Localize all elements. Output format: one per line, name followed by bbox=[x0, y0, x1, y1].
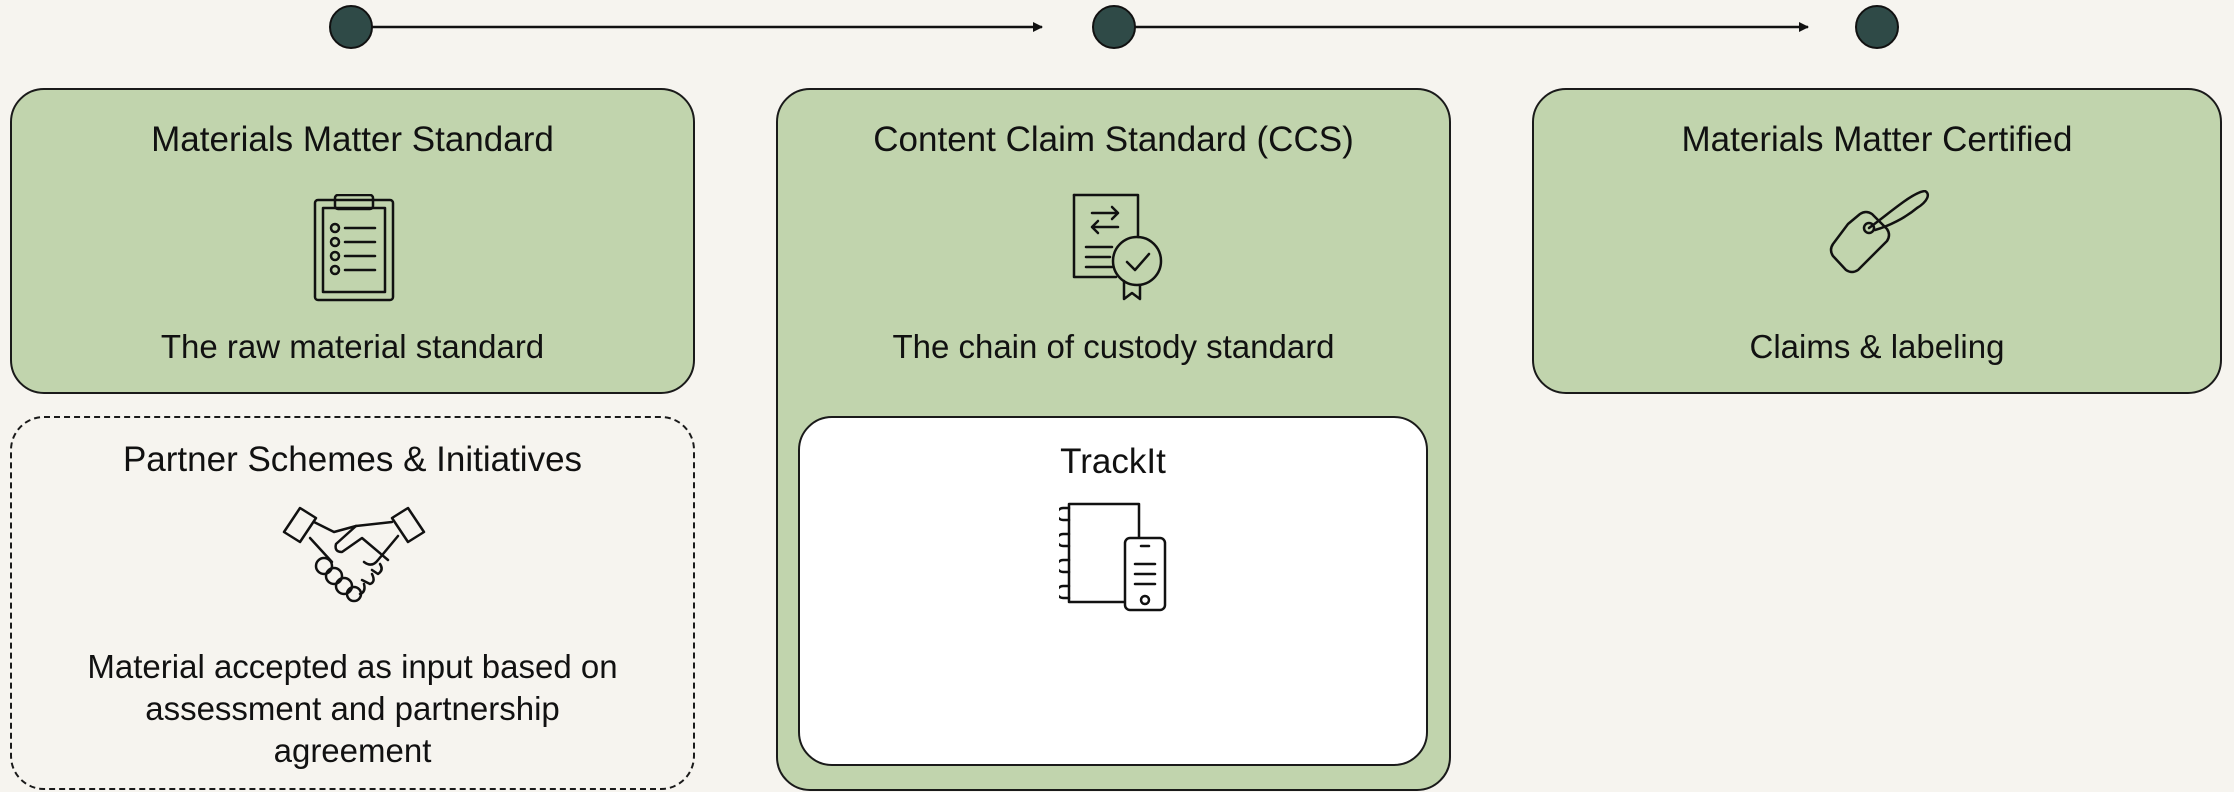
trackit-card: TrackIt bbox=[798, 416, 1428, 766]
chain-of-custody-card: Content Claim Standard (CCS) The chain o… bbox=[776, 88, 1451, 791]
timeline-node-1 bbox=[329, 5, 373, 49]
certificate-document-icon bbox=[1072, 193, 1166, 301]
card-description: The chain of custody standard bbox=[892, 328, 1335, 365]
card-title: Partner Schemes & Initiatives bbox=[122, 440, 583, 479]
card-title: Materials Matter Certified bbox=[1681, 120, 2073, 159]
card-title: Materials Matter Standard bbox=[151, 120, 554, 159]
notebook-phone-icon bbox=[1059, 502, 1175, 614]
raw-material-standard-card: Materials Matter Standard The raw materi… bbox=[10, 88, 695, 394]
partner-schemes-card: Partner Schemes & Initiatives Material a… bbox=[10, 416, 695, 790]
process-timeline bbox=[329, 5, 1899, 49]
certified-card: Materials Matter Certified Claims & labe… bbox=[1532, 88, 2222, 394]
card-description: Claims & labeling bbox=[1749, 328, 2005, 365]
handshake-icon bbox=[280, 502, 428, 608]
card-description: The raw material standard bbox=[160, 328, 545, 365]
card-title: TrackIt bbox=[1060, 442, 1166, 481]
timeline-node-3 bbox=[1855, 5, 1899, 49]
card-description: Material accepted as input based on asse… bbox=[87, 648, 618, 769]
card-title: Content Claim Standard (CCS) bbox=[873, 120, 1354, 159]
price-tag-icon bbox=[1817, 190, 1937, 300]
timeline-node-2 bbox=[1092, 5, 1136, 49]
clipboard-checklist-icon bbox=[313, 194, 397, 302]
